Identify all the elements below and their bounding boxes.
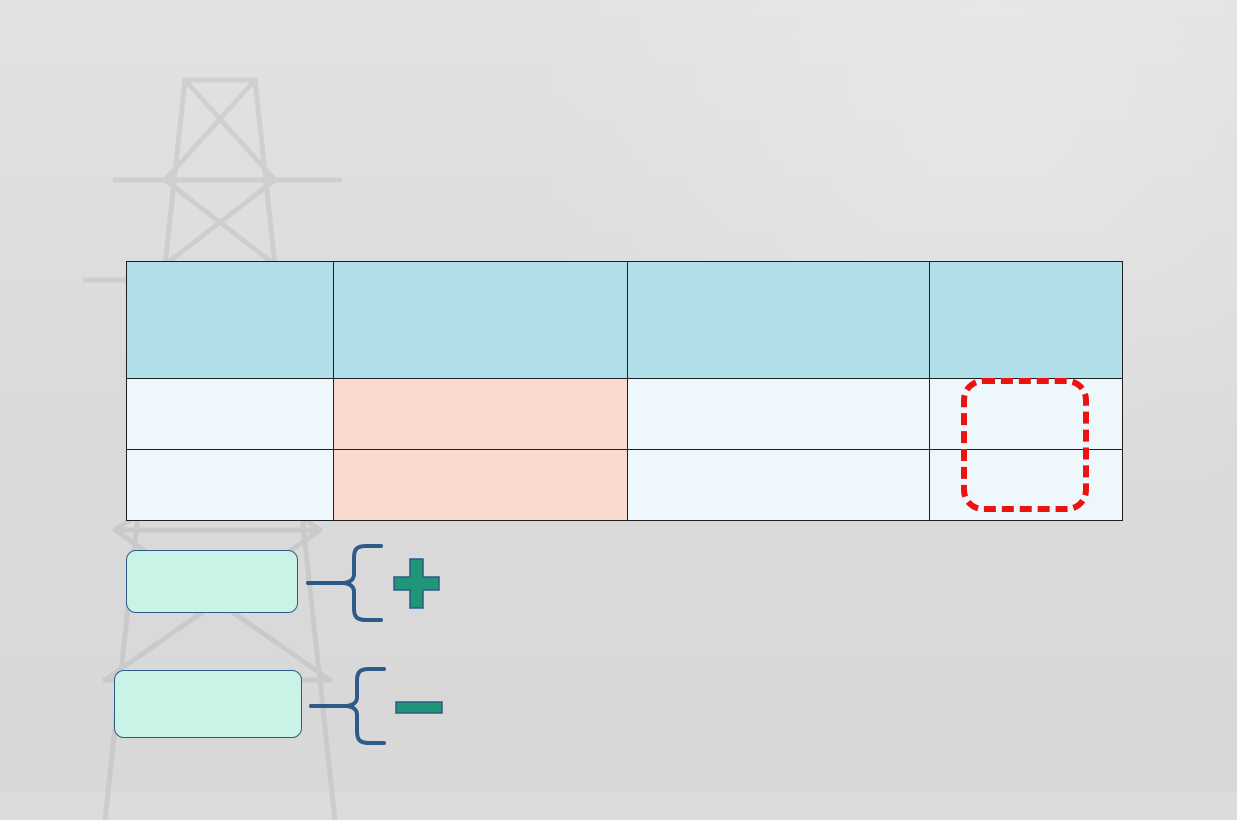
- header-cell-1: [126, 261, 334, 379]
- row-1-cell-1: [126, 378, 334, 450]
- table-row: [126, 449, 1123, 521]
- plus-icon: [393, 558, 440, 609]
- top-brace-icon: [306, 544, 383, 622]
- comparison-table: [126, 261, 1123, 521]
- row-2-cell-2: [333, 449, 628, 521]
- row-1-cell-2: [333, 378, 628, 450]
- row-2-cell-3: [627, 449, 930, 521]
- top-label-box: [126, 550, 298, 613]
- header-cell-2: [333, 261, 628, 379]
- minus-icon: [395, 701, 443, 714]
- table-header-row: [126, 261, 1123, 379]
- header-cell-3: [627, 261, 930, 379]
- slide-content: [114, 261, 1123, 745]
- dashed-highlight-box: [961, 378, 1089, 512]
- bottom-brace-icon: [309, 667, 386, 745]
- bottom-label-box: [114, 670, 302, 738]
- table-row: [126, 378, 1123, 450]
- header-cell-4: [929, 261, 1123, 379]
- row-1-cell-3: [627, 378, 930, 450]
- row-2-cell-1: [126, 449, 334, 521]
